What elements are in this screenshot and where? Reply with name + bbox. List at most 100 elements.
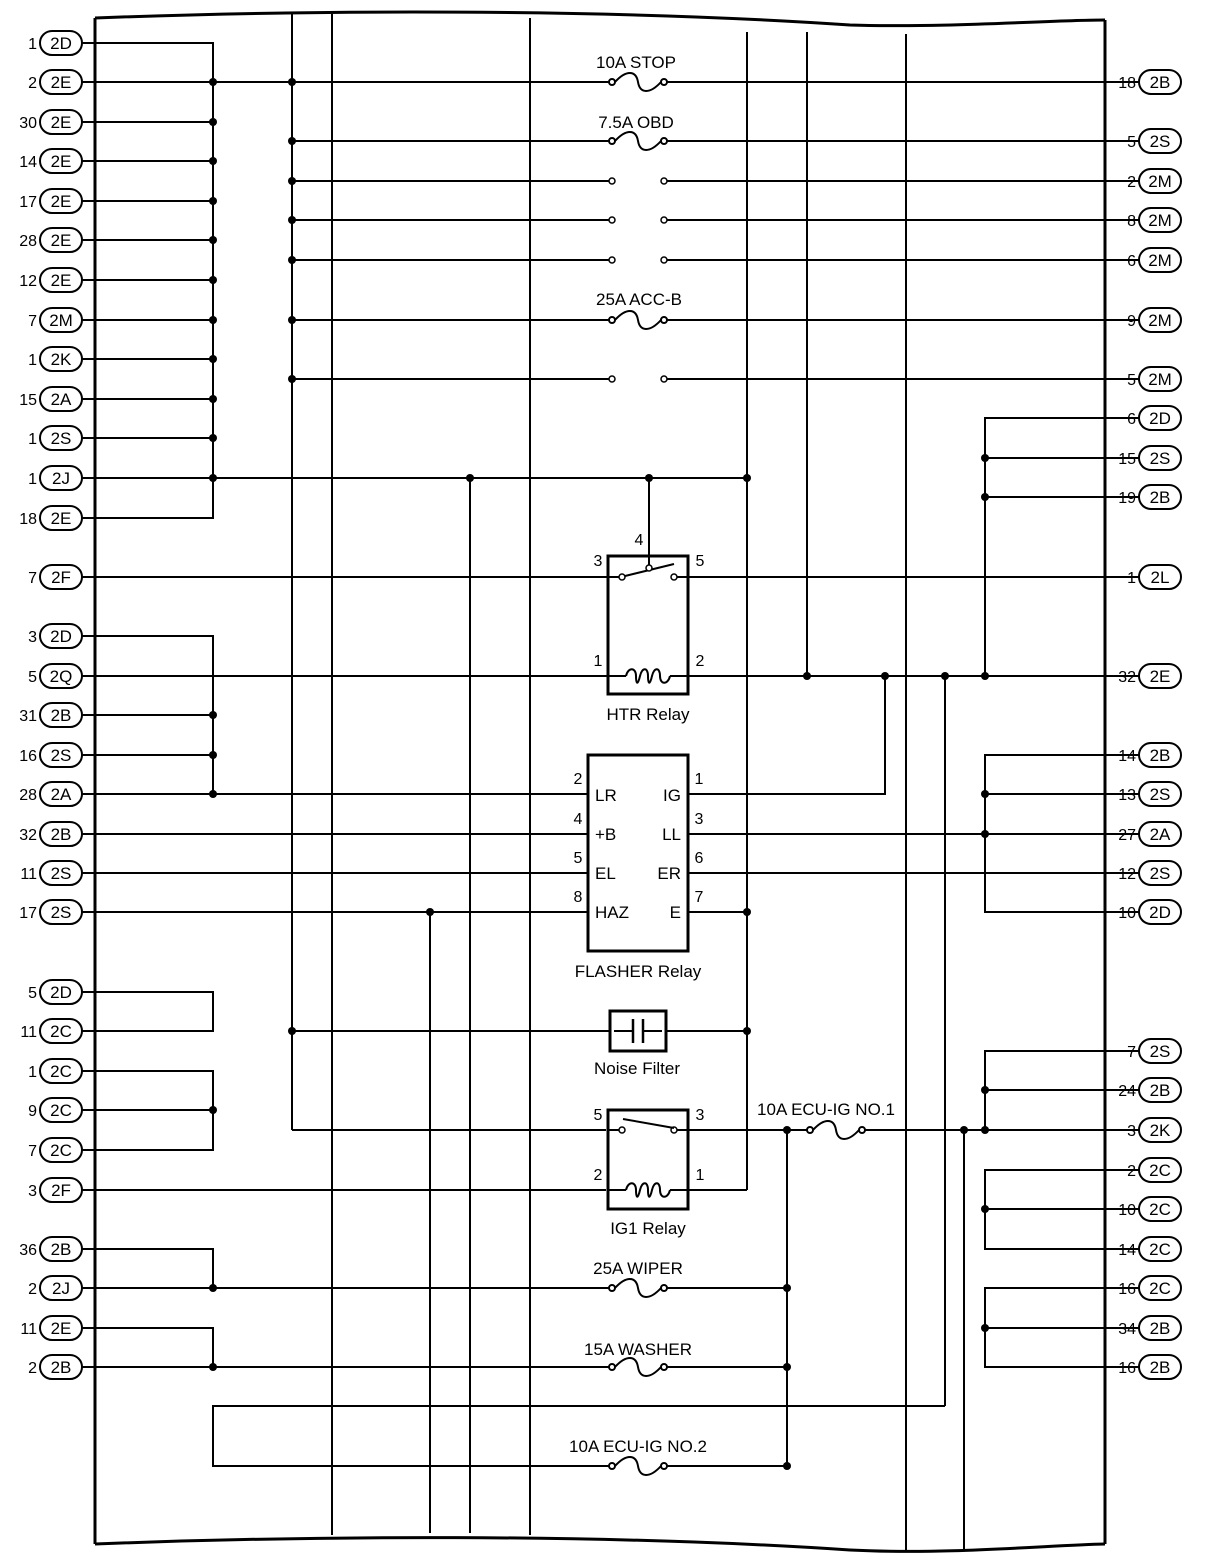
pin-number: 1 [28,1064,37,1081]
connector-id: 2M [49,311,73,330]
pin-number: 2 [1127,1163,1136,1180]
connector-id: 2A [51,390,72,409]
connector-id: 2M [1148,311,1172,330]
flasher-terminal-name: +B [595,825,616,844]
relay-pin-label: 1 [696,1167,705,1184]
pin-number: 10 [1118,905,1136,922]
connector-oval [39,69,83,95]
fuse-label: 10A ECU-IG NO.2 [569,1437,707,1456]
flasher-terminal-name: ER [657,864,681,883]
connector-oval [1138,1117,1182,1143]
connector-id: 2M [1148,211,1172,230]
flasher-terminal-name: LR [595,786,617,805]
pin-number: 32 [19,827,37,844]
connector-oval [39,148,83,174]
ig1-relay-label: IG1 Relay [610,1219,686,1238]
connector-id: 2B [1150,746,1171,765]
fuse-label: 7.5A OBD [598,113,674,132]
connector-oval [1138,445,1182,471]
connector-id: 2M [1148,251,1172,270]
flasher-terminal-number: 1 [695,771,704,788]
fuse-labels: 10A STOP 7.5A OBD 25A ACC-B 25A WIPER 15… [569,53,895,1456]
connector-oval [1138,1196,1182,1222]
connector-oval [39,623,83,649]
pin-number: 12 [19,273,37,290]
pin-number: 15 [19,392,37,409]
connector-id: 2J [52,1279,70,1298]
connector-oval [39,860,83,886]
connector-oval [1138,484,1182,510]
relay-pin-label: 3 [594,553,603,570]
connector-id: 2D [50,627,72,646]
junction-dots [209,78,989,1470]
pin-number: 14 [1118,1242,1136,1259]
pin-number: 3 [28,1183,37,1200]
fuse-stop-symbol [608,72,668,92]
pin-number: 28 [19,787,37,804]
horizontal-wiring-right [666,81,1142,1467]
connector-oval [39,702,83,728]
connector-oval [39,899,83,925]
pin-number: 5 [1127,372,1136,389]
pin-number: 36 [19,1242,37,1259]
pin-number: 16 [1118,1360,1136,1377]
pin-number: 5 [28,669,37,686]
fuse-acc-b-symbol [608,310,668,330]
connector-id: 2C [1149,1161,1171,1180]
pin-number: 1 [28,36,37,53]
connector-id: 2C [50,1101,72,1120]
relay-pin-label: 3 [696,1107,705,1124]
connector-id: 2B [51,1358,72,1377]
connector-id: 2A [51,785,72,804]
connector-oval [1138,1038,1182,1064]
board-outline [93,10,1107,1553]
flasher-terminal-number: 7 [695,889,704,906]
fuse-wiper-symbol [608,1278,668,1298]
connector-oval [1138,899,1182,925]
connector-id: 2C [50,1022,72,1041]
connector-oval [1138,405,1182,431]
pin-number: 24 [1118,1083,1136,1100]
connector-id: 2S [1150,1042,1171,1061]
connector-oval [1138,821,1182,847]
fuse-ecu-ig-no2-symbol [608,1456,668,1476]
connector-oval [1138,663,1182,689]
connector-id: 2S [1150,864,1171,883]
connector-id: 2L [1151,568,1170,587]
connector-id: 2A [1150,825,1171,844]
connector-id: 2B [1150,1319,1171,1338]
pin-number: 7 [28,313,37,330]
pin-number: 9 [28,1103,37,1120]
connector-id: 2E [51,152,72,171]
connector-oval [39,821,83,847]
connector-id: 2S [51,864,72,883]
pin-number: 1 [28,431,37,448]
fuse-ecu-ig-no1-symbol [806,1120,866,1140]
connector-id: 2E [51,73,72,92]
connector-id: 2E [51,509,72,528]
connector-id: 2E [51,231,72,250]
flasher-terminal-name: EL [595,864,616,883]
pin-number: 17 [19,194,37,211]
connector-id: 2K [51,350,72,369]
connector-pin: 28 2A [19,781,83,807]
